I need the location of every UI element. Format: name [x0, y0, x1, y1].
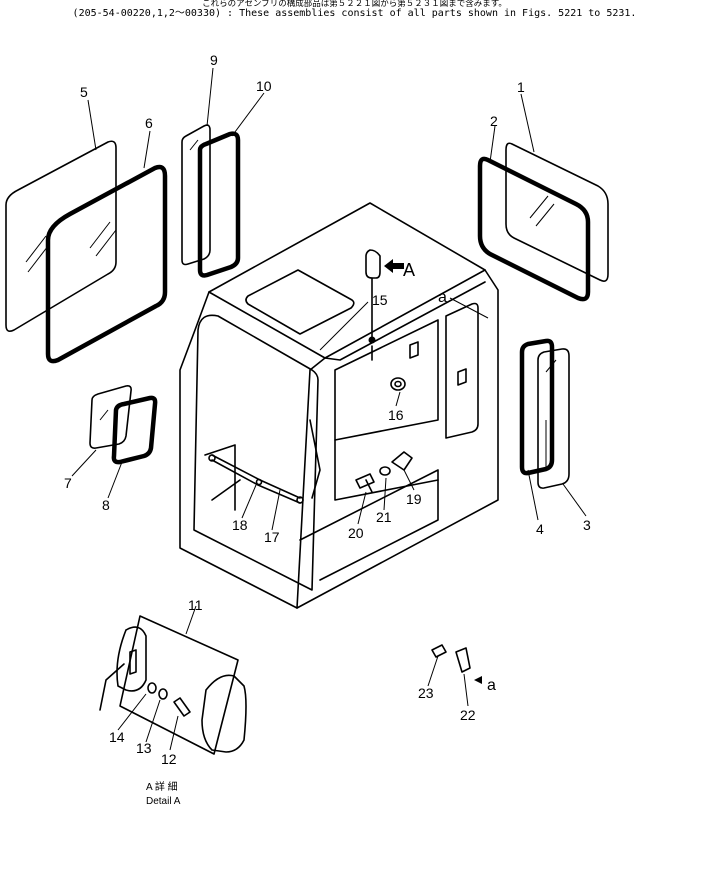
callout-9: 9 [210, 52, 218, 68]
part-20-bolt [355, 473, 375, 493]
callout-3: 3 [583, 517, 591, 533]
part-9-glass [181, 124, 211, 266]
part-5-glass [5, 140, 117, 332]
header-note-japanese: これらのアセンブリの構成部品は第５２２１図から第５２３１図まで含みます。 [202, 0, 507, 9]
callout-13: 13 [136, 740, 152, 756]
detail-label-english: Detail A [146, 796, 181, 807]
callout-20: 20 [348, 525, 364, 541]
callout-8: 8 [102, 497, 110, 513]
callout-23: 23 [418, 685, 434, 701]
callout-1: 1 [517, 79, 525, 95]
part-2-weather-strip [477, 156, 591, 302]
view-arrow-a [384, 259, 404, 273]
part-12-screw [173, 697, 191, 717]
part-6-weather-strip [45, 164, 168, 364]
part-13-washer [158, 688, 168, 700]
part-16-grommet [390, 377, 406, 391]
ref-a-bottom: a [487, 677, 496, 694]
part-22-clip [455, 647, 482, 684]
callout-19: 19 [406, 491, 422, 507]
detail-a-base [99, 626, 147, 711]
ref-a-top: a [438, 289, 447, 306]
callout-21: 21 [376, 509, 392, 525]
callout-15: 15 [372, 292, 388, 308]
part-19-bracket [391, 451, 413, 471]
callout-7: 7 [64, 475, 72, 491]
header-note-english: (205-54-00220,1,2～00330) : These assembl… [72, 8, 637, 19]
callout-6: 6 [145, 115, 153, 131]
callout-10: 10 [256, 78, 272, 94]
callout-16: 16 [388, 407, 404, 423]
callout-14: 14 [109, 729, 125, 745]
part-14-washer [147, 682, 157, 694]
part-23-bolt [431, 644, 447, 658]
view-label-a: A [403, 260, 415, 280]
cab-body [179, 202, 499, 609]
callout-22: 22 [460, 707, 476, 723]
part-15-lamp [365, 249, 381, 361]
callout-4: 4 [536, 521, 544, 537]
part-7-glass [89, 385, 132, 449]
part-11-plate [119, 615, 239, 755]
callout-2: 2 [490, 113, 498, 129]
part-21-washer [379, 466, 391, 476]
detail-a-lamp-cover [201, 674, 247, 753]
callout-11: 11 [188, 597, 203, 613]
part-8-weather-strip [111, 395, 158, 465]
detail-label-japanese: A 詳 細 [146, 780, 178, 793]
callout-12: 12 [161, 751, 177, 767]
callout-18: 18 [232, 517, 248, 533]
part-10-weather-strip [197, 131, 241, 278]
callout-17: 17 [264, 529, 280, 545]
part-1-glass [505, 142, 609, 282]
leader-lines [71, 67, 587, 751]
callout-5: 5 [80, 84, 88, 100]
part-4-weather-strip [519, 338, 555, 476]
